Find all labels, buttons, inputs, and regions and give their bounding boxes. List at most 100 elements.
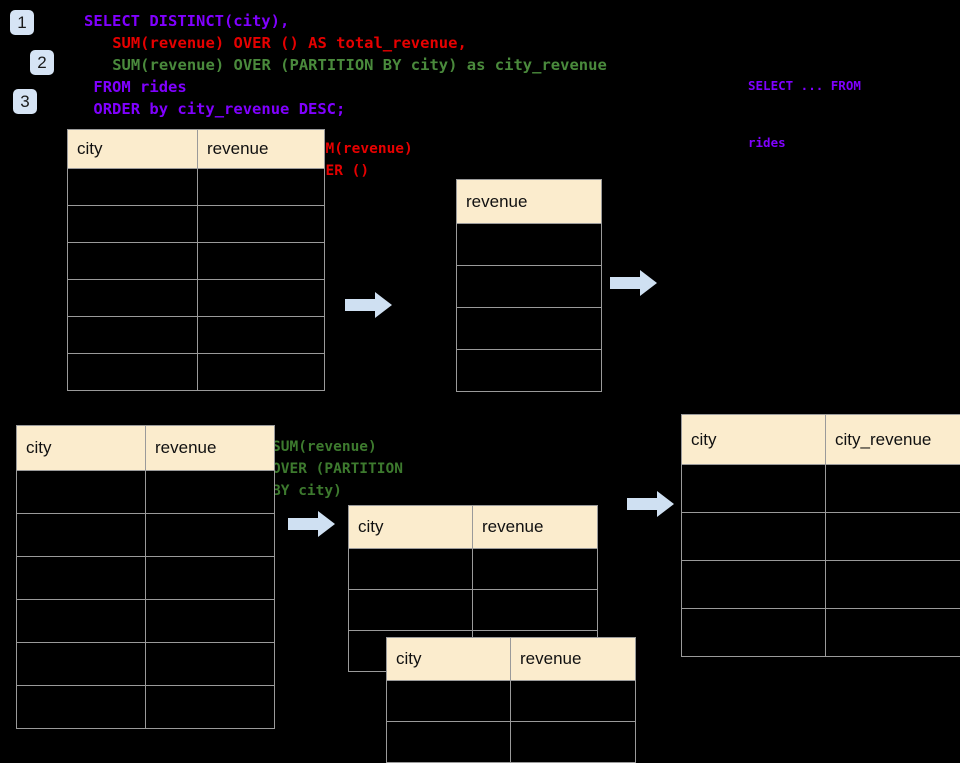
table-cell-empty bbox=[17, 686, 146, 729]
table-cell-empty bbox=[457, 224, 602, 266]
arrow-source-to-partition bbox=[288, 509, 336, 544]
table-cell-empty bbox=[826, 609, 960, 657]
table-cell-empty bbox=[682, 513, 826, 561]
column-header-city_revenue: city_revenue bbox=[826, 415, 960, 465]
table-cell-empty bbox=[826, 513, 960, 561]
table-cell-empty bbox=[146, 514, 275, 557]
sql-line-2: SUM(revenue) OVER () AS total_revenue, bbox=[84, 32, 607, 54]
table-cell-empty bbox=[68, 243, 198, 280]
table-row bbox=[68, 243, 325, 280]
table-cell-empty bbox=[68, 280, 198, 317]
table-cell-empty bbox=[17, 514, 146, 557]
table-row bbox=[17, 600, 275, 643]
column-header-city: city bbox=[682, 415, 826, 465]
table-cell-empty bbox=[387, 722, 511, 763]
table-cell-empty bbox=[198, 354, 325, 391]
table-row bbox=[17, 514, 275, 557]
table-cell-empty bbox=[68, 317, 198, 354]
column-header-revenue: revenue bbox=[473, 506, 598, 549]
table-row bbox=[457, 224, 602, 266]
table-row bbox=[682, 465, 960, 513]
table-row bbox=[68, 206, 325, 243]
table-cell-empty bbox=[473, 590, 598, 631]
table-cell-empty bbox=[68, 169, 198, 206]
column-header-revenue: revenue bbox=[146, 426, 275, 471]
table-cell-empty bbox=[146, 557, 275, 600]
column-header-city: city bbox=[349, 506, 473, 549]
table-cell-empty bbox=[457, 350, 602, 392]
sum-over-partition-annotation-line-1: SUM(revenue) bbox=[272, 436, 403, 458]
table-row bbox=[457, 308, 602, 350]
table-cell-empty bbox=[682, 609, 826, 657]
table-cell-empty bbox=[146, 643, 275, 686]
table-cell-empty bbox=[146, 471, 275, 514]
step-badge-1: 1 bbox=[10, 10, 34, 35]
table-cell-empty bbox=[17, 643, 146, 686]
sum-over-partition-annotation-line-3: BY city) bbox=[272, 480, 403, 502]
sql-line-4: FROM rides bbox=[84, 76, 607, 98]
column-header-city: city bbox=[17, 426, 146, 471]
table-row bbox=[68, 317, 325, 354]
table-row bbox=[17, 471, 275, 514]
table-cell-empty bbox=[198, 206, 325, 243]
sql-line-1: SELECT DISTINCT(city), bbox=[84, 10, 607, 32]
table-row bbox=[682, 513, 960, 561]
table-cell-empty bbox=[68, 206, 198, 243]
table-cell-empty bbox=[511, 681, 636, 722]
table-cell-empty bbox=[682, 561, 826, 609]
table-cell-empty bbox=[511, 722, 636, 763]
table-row bbox=[457, 266, 602, 308]
table-cell-empty bbox=[349, 590, 473, 631]
table-cell-empty bbox=[146, 686, 275, 729]
step-badge-3: 3 bbox=[13, 89, 37, 114]
table-cell-empty bbox=[17, 600, 146, 643]
select-from-rides-label-line1: SELECT ... FROM bbox=[748, 76, 861, 95]
table-cell-empty bbox=[198, 243, 325, 280]
total-revenue-table: revenue bbox=[456, 179, 602, 392]
table-row bbox=[457, 350, 602, 392]
column-header-city: city bbox=[68, 130, 198, 169]
table-cell-empty bbox=[198, 169, 325, 206]
arrow-total-to-result bbox=[610, 268, 658, 303]
column-header-city: city bbox=[387, 638, 511, 681]
table-row bbox=[17, 643, 275, 686]
column-header-revenue: revenue bbox=[198, 130, 325, 169]
table-row bbox=[68, 169, 325, 206]
table-cell-empty bbox=[682, 465, 826, 513]
table-row bbox=[682, 561, 960, 609]
column-header-revenue: revenue bbox=[457, 180, 602, 224]
table-cell-empty bbox=[457, 308, 602, 350]
select-from-rides-label-line2: rides bbox=[748, 133, 861, 152]
table-row bbox=[349, 590, 598, 631]
table-cell-empty bbox=[68, 354, 198, 391]
table-cell-empty bbox=[473, 549, 598, 590]
table-cell-empty bbox=[457, 266, 602, 308]
table-cell-empty bbox=[17, 557, 146, 600]
column-header-revenue: revenue bbox=[511, 638, 636, 681]
sql-line-3: SUM(revenue) OVER (PARTITION BY city) as… bbox=[84, 54, 607, 76]
table-cell-empty bbox=[349, 549, 473, 590]
table-cell-empty bbox=[826, 465, 960, 513]
sql-line-5: ORDER by city_revenue DESC; bbox=[84, 98, 607, 120]
table-cell-empty bbox=[17, 471, 146, 514]
table-row bbox=[68, 280, 325, 317]
table-cell-empty bbox=[146, 600, 275, 643]
table-cell-empty bbox=[826, 561, 960, 609]
table-cell-empty bbox=[198, 280, 325, 317]
sql-query-block: SELECT DISTINCT(city),SUM(revenue) OVER … bbox=[84, 10, 607, 120]
table-cell-empty bbox=[198, 317, 325, 354]
arrow-partition-to-result bbox=[627, 489, 675, 524]
arrow-source-to-total bbox=[345, 290, 393, 325]
table-cell-empty bbox=[387, 681, 511, 722]
table-row bbox=[68, 354, 325, 391]
